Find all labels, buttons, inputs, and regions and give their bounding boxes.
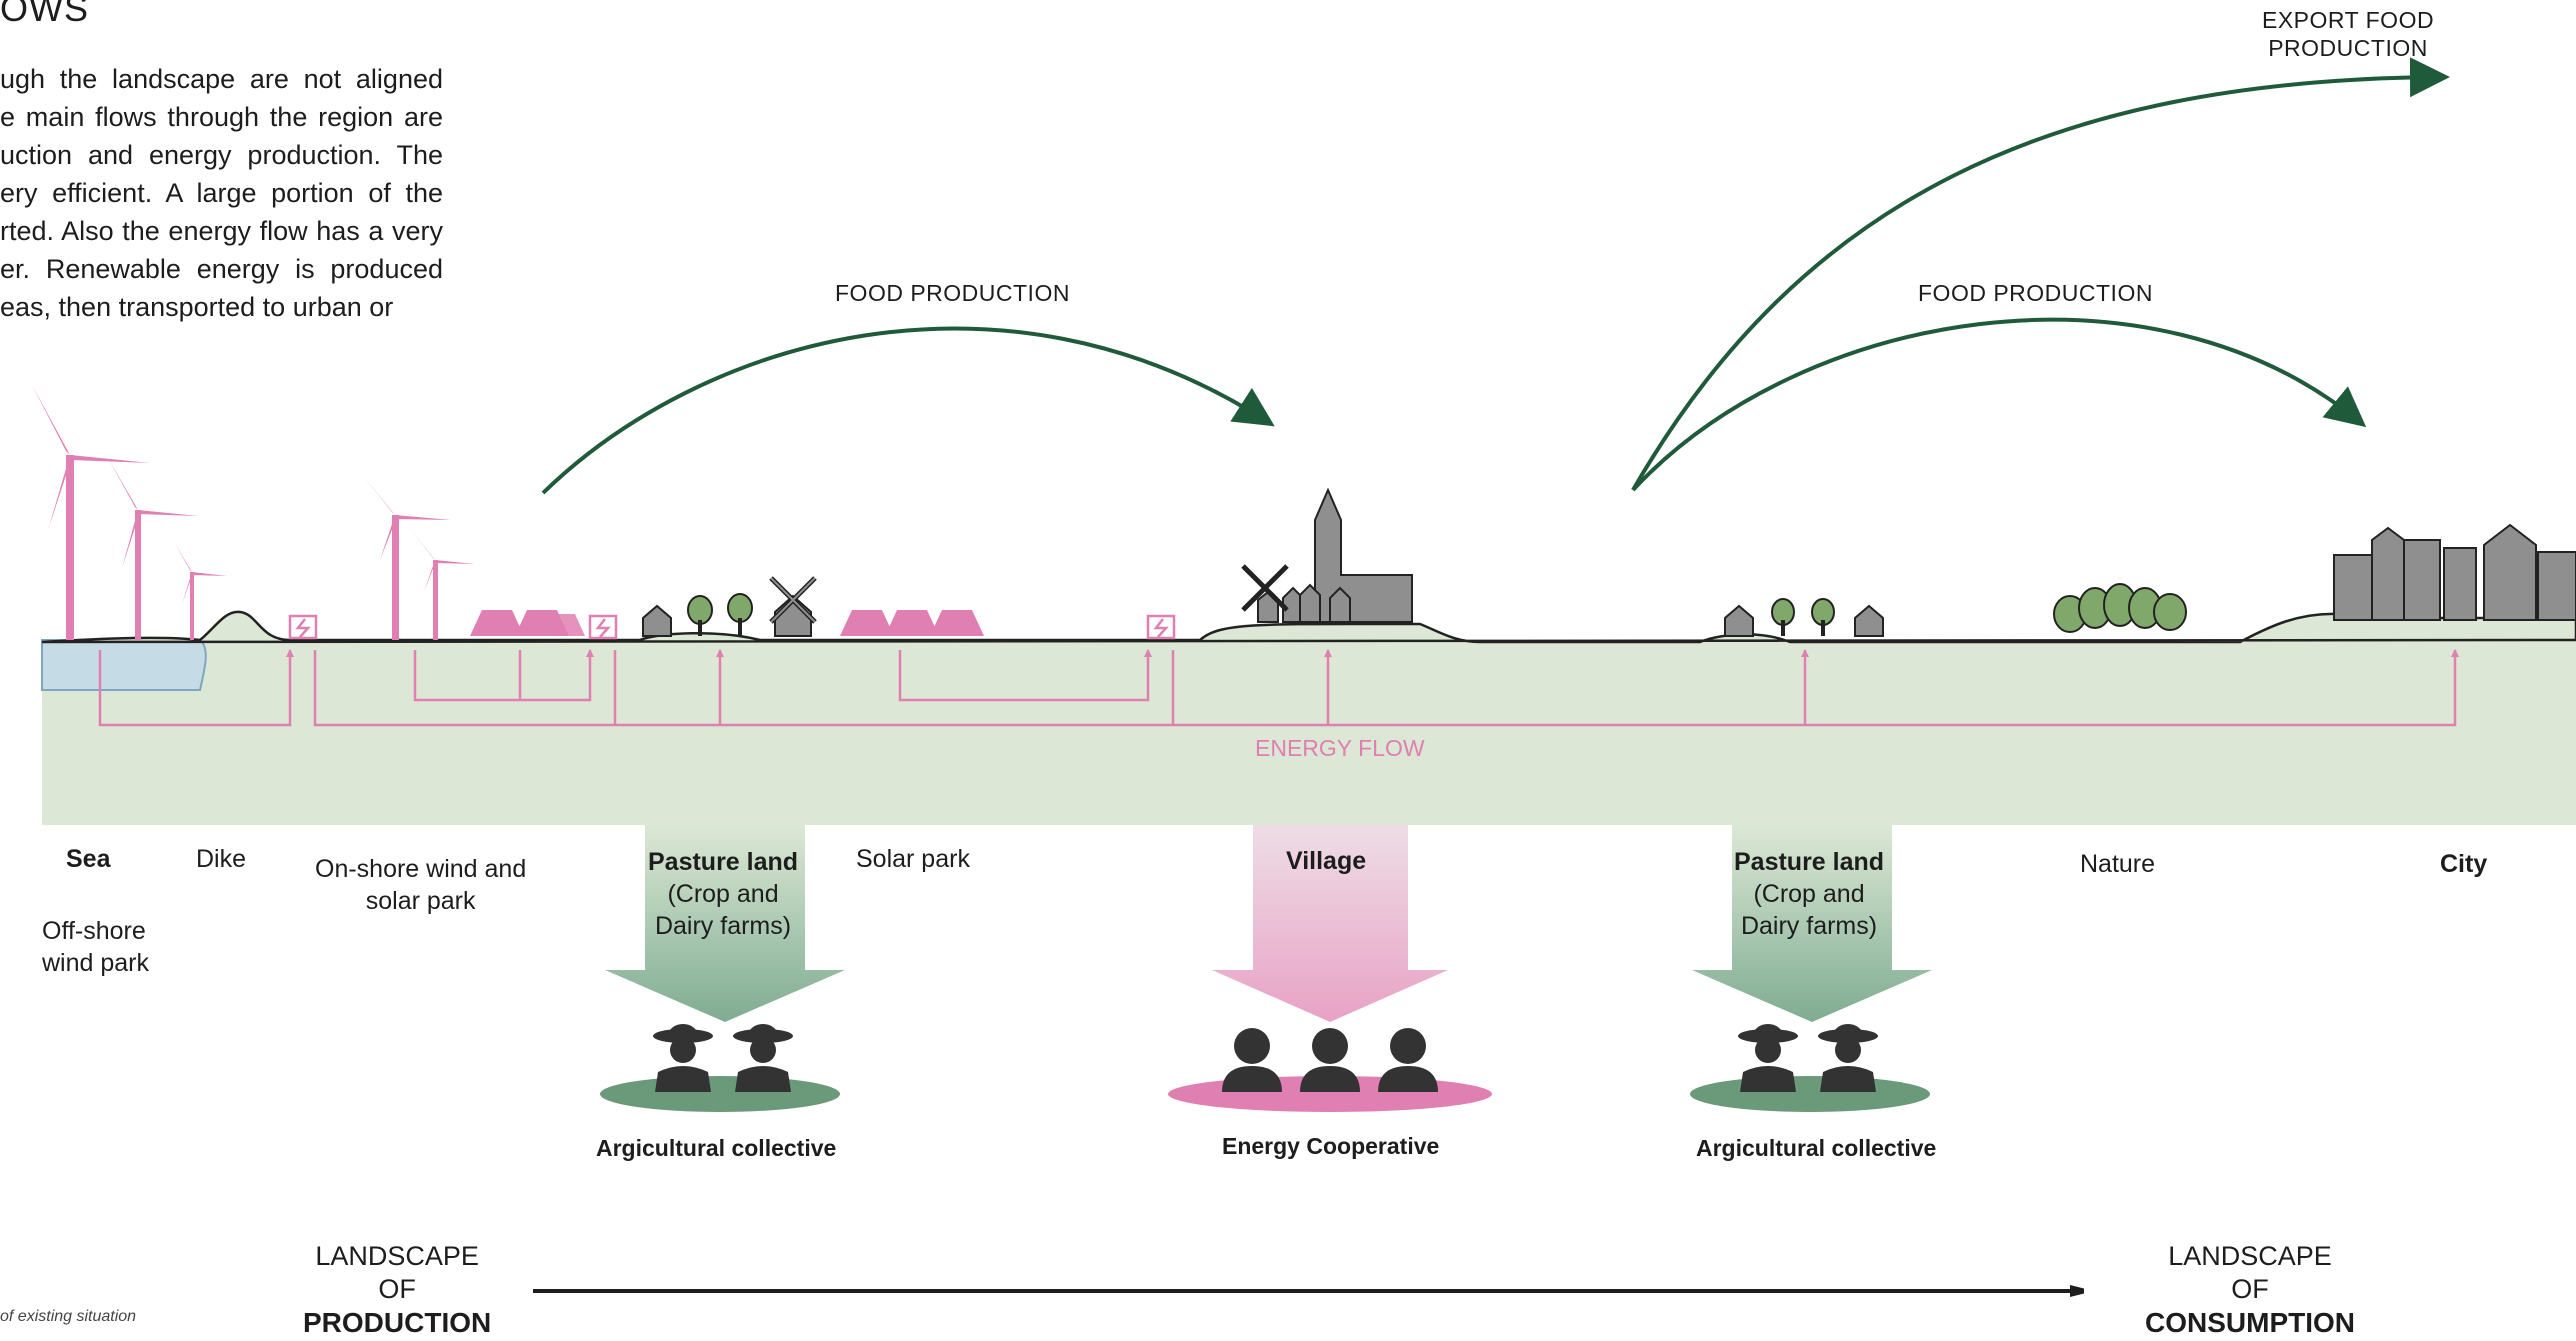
zone-label-solar-park: Solar park — [856, 845, 970, 873]
food-flow-arrow — [541, 326, 1275, 495]
offshore-wind-turbine — [32, 385, 150, 640]
zone-label-sea: Sea — [66, 845, 111, 873]
pasture-down-arrow — [605, 825, 845, 1022]
intro-line: ugh the landscape are not aligned — [0, 64, 443, 94]
farmer-icon — [653, 1024, 713, 1092]
pasture-down-arrow — [1692, 825, 1932, 1022]
person-icon — [1378, 1028, 1438, 1092]
export-food-label: EXPORT FOOD PRODUCTION — [2262, 7, 2435, 61]
sea-water — [41, 639, 207, 691]
solar-panel-group — [470, 610, 585, 636]
intro-line: er. Renewable energy is produced — [0, 254, 443, 284]
zone-label-offshore: Off-shore wind park — [42, 917, 149, 977]
farmer-icon — [1818, 1024, 1878, 1092]
page-title: OWS — [0, 0, 89, 29]
intro-paragraph: ugh the landscape are not aligned e main… — [0, 60, 443, 326]
person-icon — [1300, 1028, 1360, 1092]
offshore-wind-turbine — [174, 542, 227, 640]
zone-label-pasture-2: Pasture land (Crop and Dairy farms) — [1734, 848, 1885, 940]
intro-line: e main flows through the region are — [0, 102, 443, 132]
farm-buildings — [1724, 598, 1884, 637]
zone-label-city: City — [2440, 850, 2488, 878]
zone-label-pasture-1: Pasture land (Crop and Dairy farms) — [648, 848, 799, 940]
energy-flow-network — [98, 649, 2459, 727]
zone-label-nature: Nature — [2080, 850, 2156, 878]
farm-buildings — [642, 593, 812, 637]
group-label-agri-2: Argicultural collective — [1696, 1135, 1937, 1161]
terrain-surface — [41, 610, 2576, 644]
figure-caption: of existing situation — [0, 1308, 137, 1325]
food-flow-arrow — [1631, 317, 2367, 492]
city-buildings — [2333, 523, 2576, 621]
zone-label-dike: Dike — [196, 845, 247, 873]
intro-line: rted. Also the energy flow has a very — [0, 216, 443, 246]
onshore-wind-turbine — [361, 473, 451, 640]
landscape-production-label: LANDSCAPE OF PRODUCTION — [303, 1241, 492, 1338]
village-down-arrow — [1212, 825, 1448, 1022]
substation-icon — [288, 614, 1176, 640]
landscape-consumption-label: LANDSCAPE OF CONSUMPTION — [2145, 1241, 2355, 1338]
group-label-energy-coop: Energy Cooperative — [1222, 1133, 1440, 1159]
nature-trees — [2053, 583, 2187, 633]
group-label-agri-1: Argicultural collective — [596, 1135, 837, 1161]
offshore-wind-turbine — [108, 458, 198, 640]
zone-label-village: Village — [1286, 847, 1367, 875]
farmer-icon — [1738, 1024, 1798, 1092]
intro-line: uction and energy production. The — [0, 140, 443, 170]
windmill-icon — [1241, 564, 1289, 612]
solar-panel-group — [840, 610, 984, 636]
export-food-arrow — [1631, 57, 2450, 491]
person-icon — [1222, 1028, 1282, 1092]
ground-band — [42, 640, 2576, 825]
energy-flow-label: ENERGY FLOW — [1255, 735, 1425, 761]
intro-line: ery efficient. A large portion of the — [0, 178, 443, 208]
onshore-wind-turbine — [411, 530, 475, 640]
collective-pad — [600, 1076, 840, 1112]
food-production-label: FOOD PRODUCTION — [1918, 280, 2153, 306]
farmer-icon — [733, 1024, 793, 1092]
windmill-icon — [769, 576, 817, 624]
collective-pad — [1690, 1076, 1930, 1112]
zone-label-onshore: On-shore wind and solar park — [315, 855, 527, 915]
food-production-label: FOOD PRODUCTION — [835, 280, 1070, 306]
intro-line: eas, then transported to urban or — [0, 292, 394, 322]
